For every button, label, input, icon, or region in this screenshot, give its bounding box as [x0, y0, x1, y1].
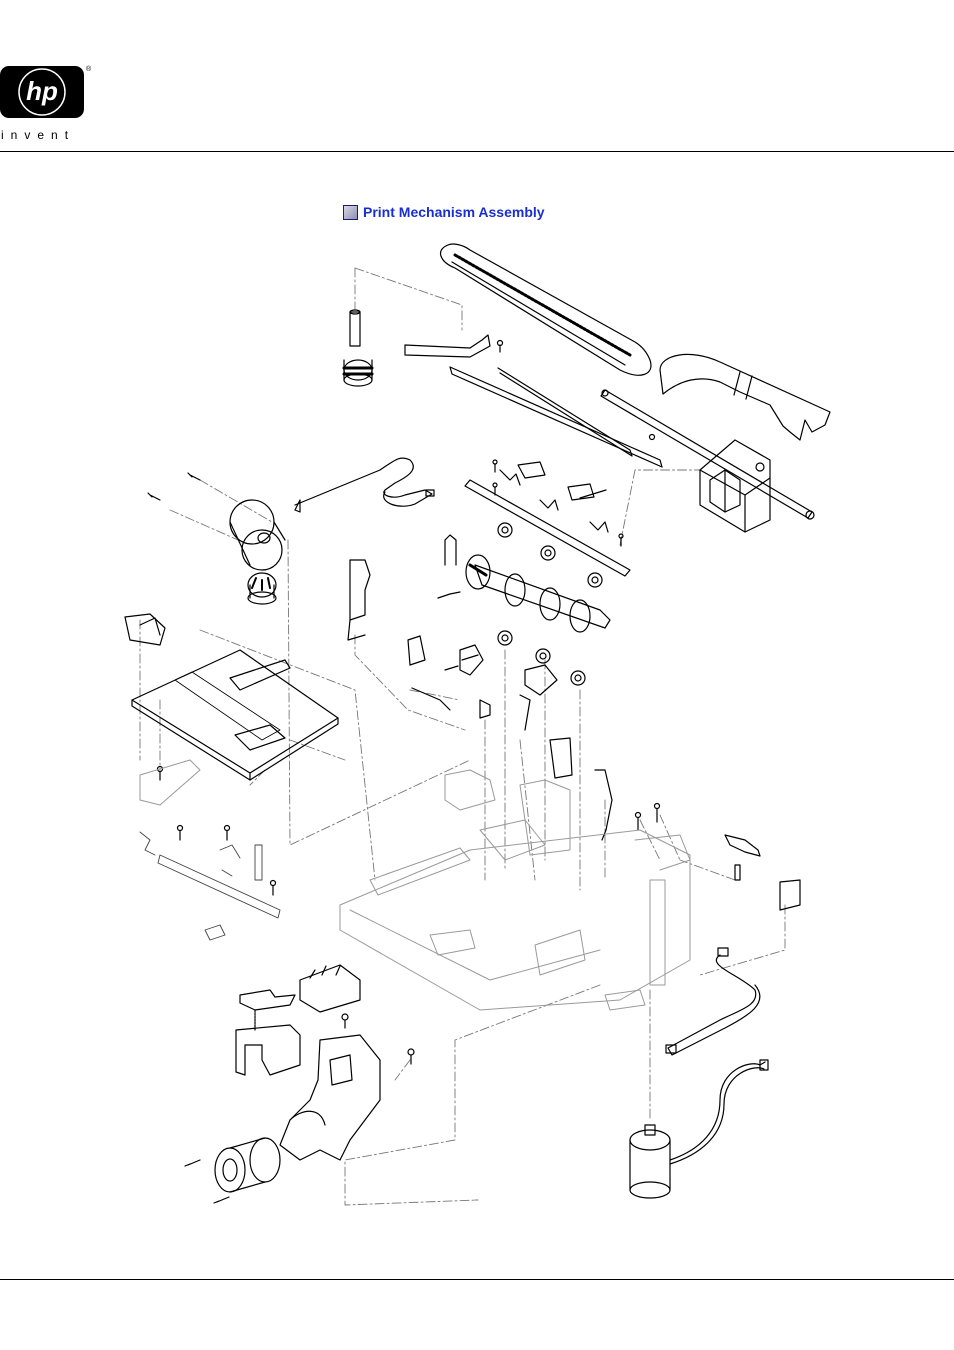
- paper-guide: [348, 560, 425, 665]
- flex-cable: [660, 354, 830, 440]
- header-divider: [0, 151, 954, 152]
- drive-roller: [438, 535, 610, 632]
- rail: [450, 367, 662, 467]
- registered-mark: ®: [86, 66, 91, 73]
- paper-feed-motor: [630, 1060, 768, 1198]
- cable-assembly-lower: [666, 948, 760, 1055]
- figure-title-link[interactable]: Print Mechanism Assembly: [343, 202, 545, 222]
- exploded-parts-diagram: [100, 230, 860, 1230]
- small-parts: [412, 645, 612, 840]
- hp-logo: hp ® invent: [0, 66, 95, 142]
- section-bullet-icon: [343, 205, 358, 220]
- paper-tray: [125, 614, 338, 780]
- footer-divider: [0, 1279, 954, 1280]
- pick-roller: [215, 1138, 280, 1192]
- cable-assembly-upper: [295, 458, 434, 512]
- pinch-roller-bracket: [465, 462, 630, 576]
- figure-title[interactable]: Print Mechanism Assembly: [363, 204, 545, 220]
- service-station: [236, 965, 380, 1160]
- sensor-bar: [140, 832, 280, 940]
- hp-logo-mark: hp: [0, 66, 84, 118]
- bracket-strip: [405, 335, 503, 357]
- hp-logo-letters: hp: [26, 76, 58, 106]
- drive-motor: [230, 500, 285, 604]
- pulley-gear: [344, 310, 372, 386]
- right-lever: [725, 835, 800, 910]
- chassis-base: [140, 760, 690, 1010]
- logo-tagline: invent: [1, 128, 75, 142]
- print-carriage: [700, 440, 770, 532]
- screws: [148, 460, 660, 1203]
